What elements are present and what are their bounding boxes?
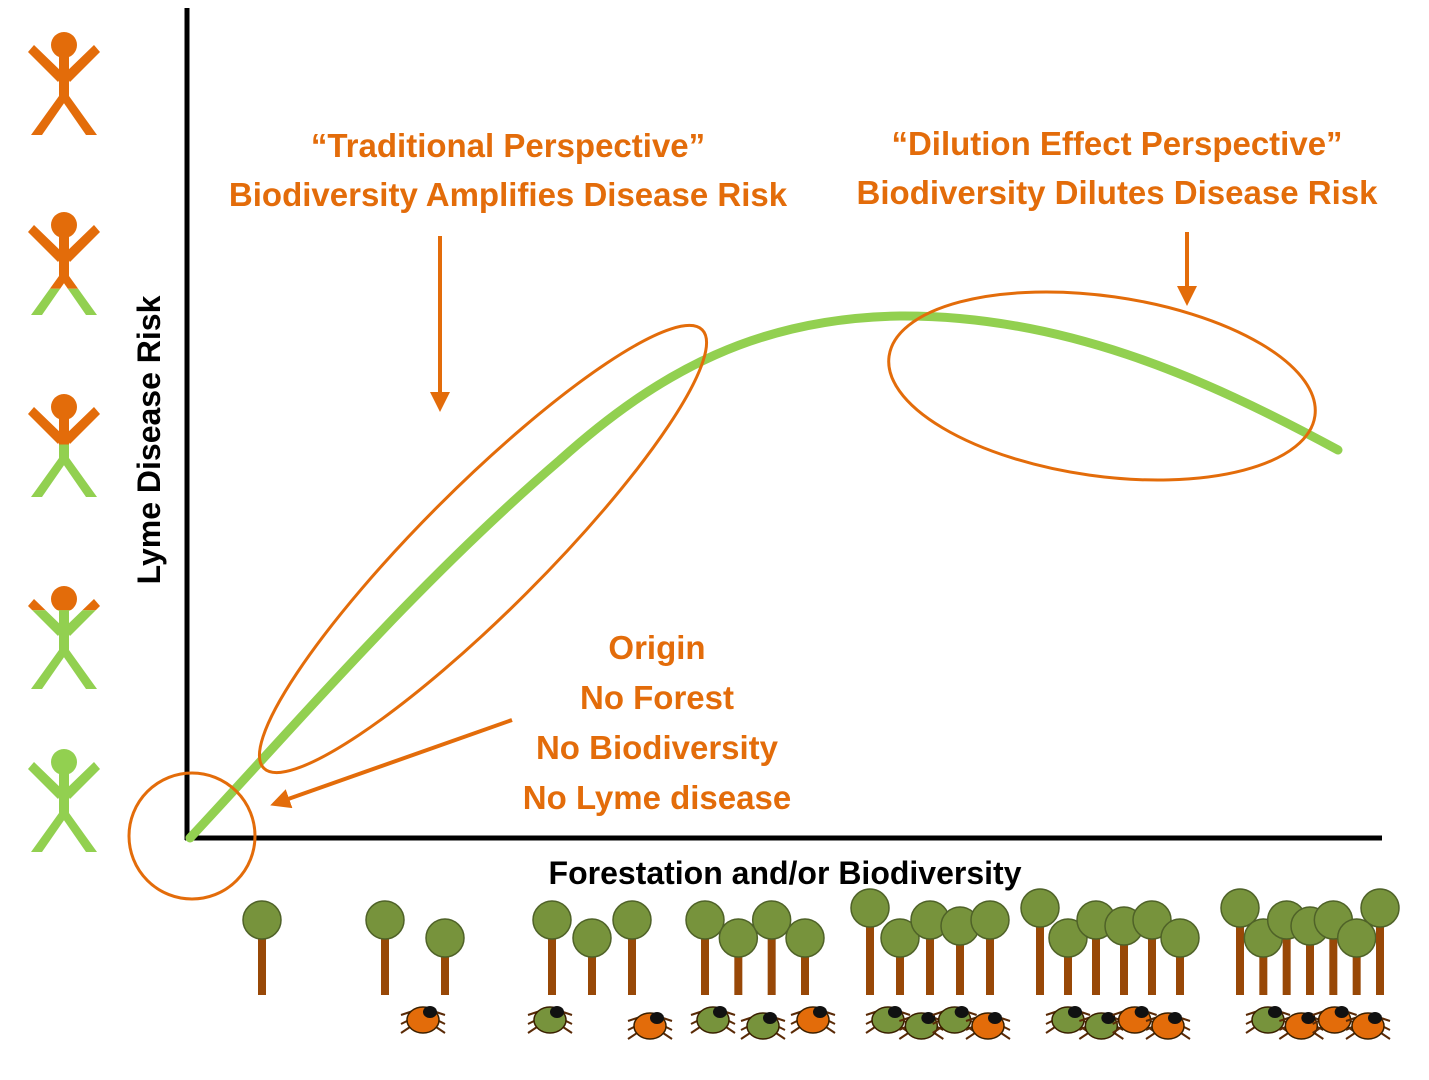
dilution-subtitle: Biodiversity Dilutes Disease Risk [857,174,1379,211]
forest-stage-1 [242,900,282,995]
tick [740,1012,786,1040]
tree [850,888,890,995]
origin-label: Origin [608,629,705,666]
risk-curve [185,311,1343,843]
forest-stage-3 [527,900,673,1040]
tree [685,900,725,995]
tree [1336,918,1377,995]
x-axis-label: Forestation and/or Biodiversity [549,855,1022,891]
tree [910,900,950,995]
forest-stage-4 [685,900,836,1040]
tick [690,1006,736,1034]
tree [1160,918,1200,995]
tick [1078,1012,1124,1040]
figure-body [28,212,100,289]
infected-tick [1145,1012,1191,1040]
risk-level-figure-3 [28,394,100,497]
tree [425,918,465,995]
traditional-subtitle: Biodiversity Amplifies Disease Risk [229,176,788,213]
tick [898,1012,944,1040]
risk-level-figure-5 [28,749,100,852]
figure-body [31,444,97,497]
tree [718,918,759,995]
risk-figure-column [28,32,100,852]
tree [1360,888,1400,995]
origin-circle [127,771,257,901]
y-axis-label: Lyme Disease Risk [131,295,167,584]
tree [751,900,792,995]
tick [527,1006,573,1034]
origin-no-biodiversity: No Biodiversity [536,729,779,766]
risk-level-figure-2 [28,212,100,315]
figure-body [31,610,97,689]
tree [970,900,1010,995]
origin-no-forest: No Forest [580,679,734,716]
infected-tick [965,1012,1011,1040]
tree [880,918,920,995]
origin-arrow [270,718,513,809]
origin-no-lyme: No Lyme disease [523,779,791,816]
traditional-region-ellipse [257,323,709,775]
dilution-title: “Dilution Effect Perspective” [891,125,1342,162]
infected-tick [790,1006,836,1034]
risk-level-figure-1 [28,32,100,135]
forest-stage-6 [1020,888,1200,1040]
infected-tick [400,1006,446,1034]
traditional-title: “Traditional Perspective” [311,127,705,164]
infected-tick [627,1012,673,1040]
tree [365,900,405,995]
forest-stage-row [242,888,1400,1040]
tree [612,900,652,995]
tree [1048,918,1088,995]
tree [572,918,612,995]
tree [1132,900,1172,995]
risk-level-figure-4 [28,586,100,689]
tree [242,900,282,995]
forest-stage-7 [1220,888,1400,1040]
figure-body [31,288,97,315]
tree [785,918,825,995]
forest-stage-5 [850,888,1011,1040]
tree [532,900,572,995]
figure-body [28,32,100,135]
tree [1220,888,1260,995]
figure-body [28,586,100,611]
forest-stage-2 [365,900,465,1034]
infected-tick [1345,1012,1391,1040]
figure-body [28,394,100,445]
tree [1020,888,1060,995]
dilution-region-ellipse [887,290,1317,482]
figure-body [28,749,100,852]
infected-tick [1278,1012,1324,1040]
